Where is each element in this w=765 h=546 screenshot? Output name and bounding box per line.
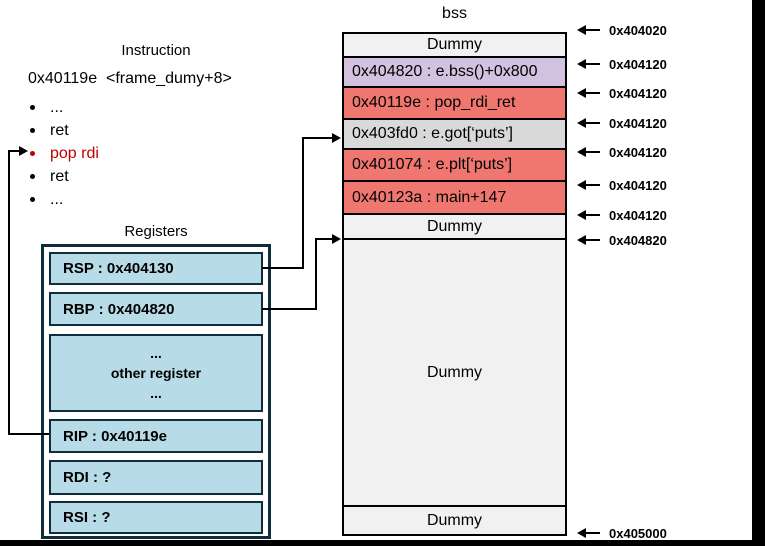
address-pointer: 0x404120 [577,85,667,101]
address-label: 0x404020 [609,22,667,38]
bss-row-dummy-bottom: Dummy [344,507,565,534]
bss-row-dummy-large: Dummy [344,240,565,507]
bss-row-main-return: 0x40123a : main+147 [344,182,565,215]
rbp-to-stack-arrow [262,238,332,310]
register-other-ellipsis: ... [150,344,162,361]
arrow-shaft [586,122,600,124]
address-pointer: 0x404120 [577,115,667,131]
register-rsi: RSI : ? [49,501,263,534]
bss-row-plt-puts: 0x401074 : e.plt[‘puts’] [344,150,565,182]
instruction-address-header: 0x40119e <frame_dumy+8> [28,70,232,87]
arrow-shaft [586,532,600,534]
bss-row-pop-rdi-gadget: 0x40119e : pop_rdi_ret [344,88,565,120]
register-rsp: RSP : 0x404130 [49,252,263,285]
arrow-left-icon [577,147,586,157]
register-rbp: RBP : 0x404820 [49,292,263,326]
instruction-item-label: ... [50,98,64,116]
register-other-label: other register [110,364,202,381]
instruction-item-label: ... [50,190,64,208]
address-pointer: 0x404020 [577,22,667,38]
register-other-ellipsis: ... [150,385,162,402]
bullet-icon [30,128,35,133]
instruction-item-label: ret [50,167,69,185]
register-other: ... other register ... [49,334,263,412]
arrow-left-icon [577,210,586,220]
bullet-icon [30,151,35,156]
arrow-shaft [586,29,600,31]
frame-bar-bottom [0,540,765,546]
instruction-item: ... [30,96,99,119]
instruction-item: ret [30,119,99,142]
arrow-left-icon [577,25,586,35]
arrow-shaft [586,239,600,241]
arrow-right-icon [332,133,341,143]
arrow-shaft [586,63,600,65]
arrow-left-icon [577,180,586,190]
address-pointer: 0x404120 [577,207,667,223]
bss-row-got-puts: 0x403fd0 : e.got[‘puts’] [344,120,565,150]
bullet-icon [30,174,35,179]
address-pointer: 0x405000 [577,525,667,541]
arrow-left-icon [577,118,586,128]
instruction-item: ... [30,188,99,211]
arrow-left-icon [577,88,586,98]
arrow-shaft [586,92,600,94]
arrow-left-icon [577,235,586,245]
address-pointer: 0x404120 [577,177,667,193]
instruction-item-highlighted: pop rdi [30,142,99,165]
address-label: 0x404120 [609,144,667,160]
register-rip: RIP : 0x40119e [49,419,263,453]
address-label: 0x404820 [609,232,667,248]
bss-panel-title: bss [442,5,467,22]
rsp-to-stack-arrow [262,137,332,269]
address-label: 0x404120 [609,207,667,223]
registers-panel-title: Registers [124,223,188,240]
arrow-shaft [586,184,600,186]
address-label: 0x404120 [609,115,667,131]
arrow-shaft [586,214,600,216]
address-pointer: 0x404120 [577,56,667,72]
instruction-item: ret [30,165,99,188]
arrow-left-icon [577,528,586,538]
address-pointer: 0x404820 [577,232,667,248]
bullet-icon [30,105,35,110]
bss-row-dummy-small: Dummy [344,215,565,240]
instruction-item-label: pop rdi [50,144,99,162]
register-rdi: RDI : ? [49,460,263,495]
address-label: 0x405000 [609,525,667,541]
bullet-icon [30,197,35,202]
address-pointer: 0x404120 [577,144,667,160]
frame-bar-right [752,0,765,546]
arrow-right-icon [332,234,341,244]
instruction-item-label: ret [50,121,69,139]
instruction-panel-title: Instruction [121,42,191,59]
address-label: 0x404120 [609,177,667,193]
bss-row-saved-rbp: 0x404820 : e.bss()+0x800 [344,58,565,88]
arrow-shaft [586,151,600,153]
bss-memory-box: Dummy 0x404820 : e.bss()+0x800 0x40119e … [342,32,567,536]
arrow-left-icon [577,59,586,69]
arrow-right-icon [19,146,28,156]
address-label: 0x404120 [609,56,667,72]
instruction-list: ... ret pop rdi ret ... [30,96,99,211]
bss-row-dummy-top: Dummy [344,34,565,58]
address-label: 0x404120 [609,85,667,101]
